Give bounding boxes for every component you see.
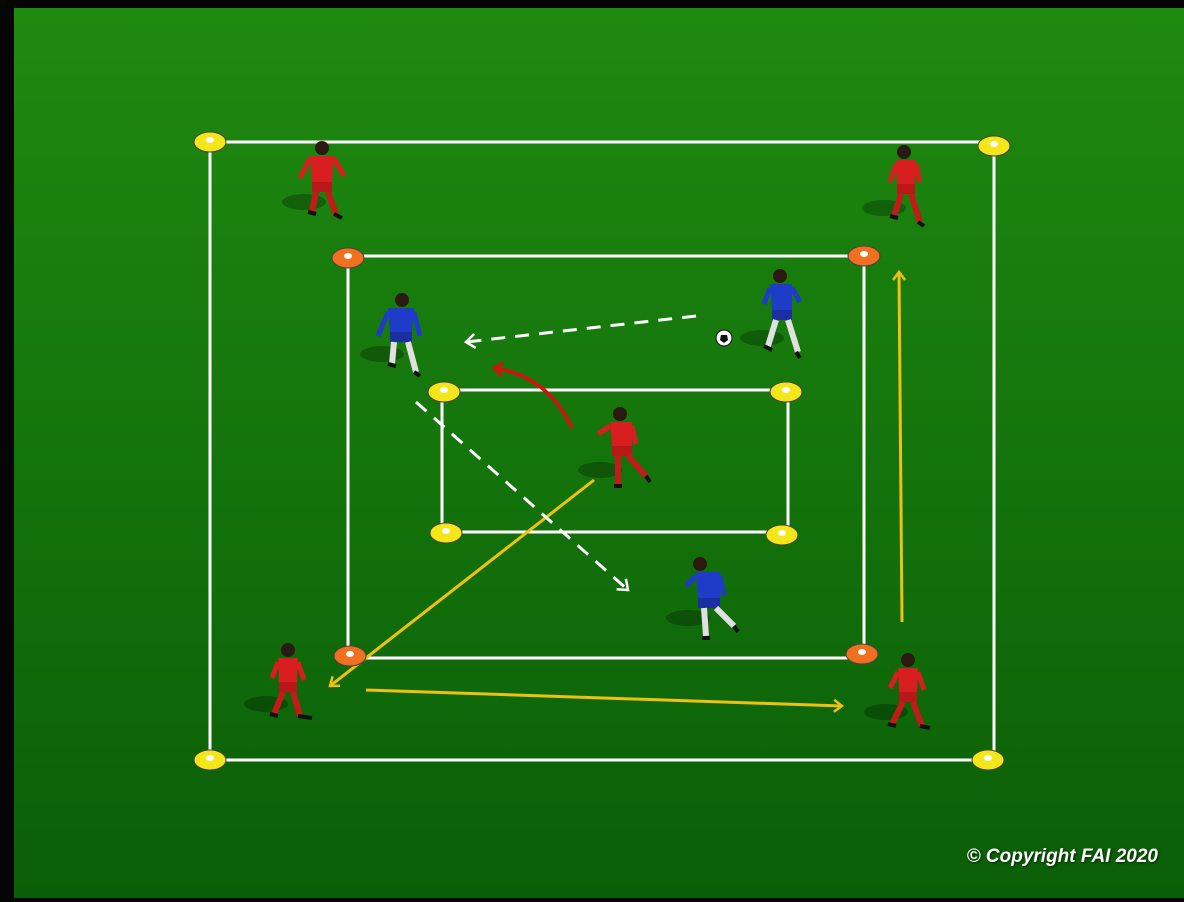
cone-inner-top-left: [428, 382, 460, 402]
copyright-text: © Copyright FAI 2020: [967, 846, 1158, 868]
cone-inner-bottom-right: [766, 525, 798, 545]
cone-outer-top-left: [194, 132, 226, 152]
cone-middle-bottom-right: [846, 644, 878, 664]
cone-middle-bottom-left: [334, 646, 366, 666]
cone-inner-bottom-left: [430, 523, 462, 543]
cone-inner-top-right: [770, 382, 802, 402]
cone-outer-top-right: [978, 136, 1010, 156]
soccer-ball: [716, 330, 732, 346]
cone-outer-bottom-left: [194, 750, 226, 770]
cone-middle-top-left: [332, 248, 364, 268]
cone-outer-bottom-right: [972, 750, 1004, 770]
cone-middle-top-right: [848, 246, 880, 266]
